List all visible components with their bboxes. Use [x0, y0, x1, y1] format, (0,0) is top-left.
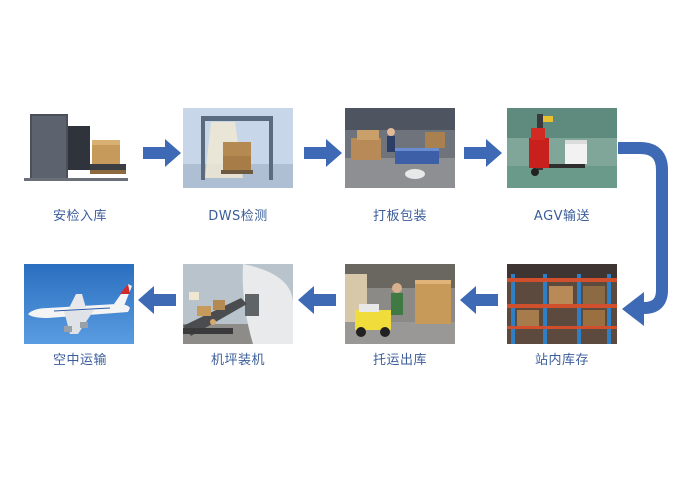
step-label-6: 托运出库	[372, 353, 427, 368]
step-label-3: 打板包装	[372, 209, 427, 224]
xray-scanner-icon	[20, 108, 130, 188]
step-label-8: 空中运输	[52, 353, 107, 368]
airplane-icon	[24, 264, 134, 344]
tug-vehicle-icon	[345, 264, 455, 344]
step-label-4: AGV输送	[533, 209, 591, 224]
step-label-2: DWS检测	[208, 209, 268, 224]
step-label-5: 站内库存	[534, 353, 589, 368]
arrow-left-icon	[298, 286, 336, 314]
dws-scanner-icon	[183, 108, 293, 188]
arrow-left-icon	[138, 286, 176, 314]
arrow-right-icon	[304, 139, 342, 167]
arrow-right-icon	[464, 139, 502, 167]
arrow-left-icon	[460, 286, 498, 314]
arrow-right-icon	[143, 139, 181, 167]
agv-forklift-icon	[507, 108, 617, 188]
step-label-1: 安检入库	[52, 209, 107, 224]
aircraft-loading-icon	[183, 264, 293, 344]
storage-rack-icon	[507, 264, 617, 344]
step-label-7: 机坪装机	[210, 353, 265, 368]
warehouse-packing-icon	[345, 108, 455, 188]
curved-arrow-down-icon	[618, 140, 674, 330]
